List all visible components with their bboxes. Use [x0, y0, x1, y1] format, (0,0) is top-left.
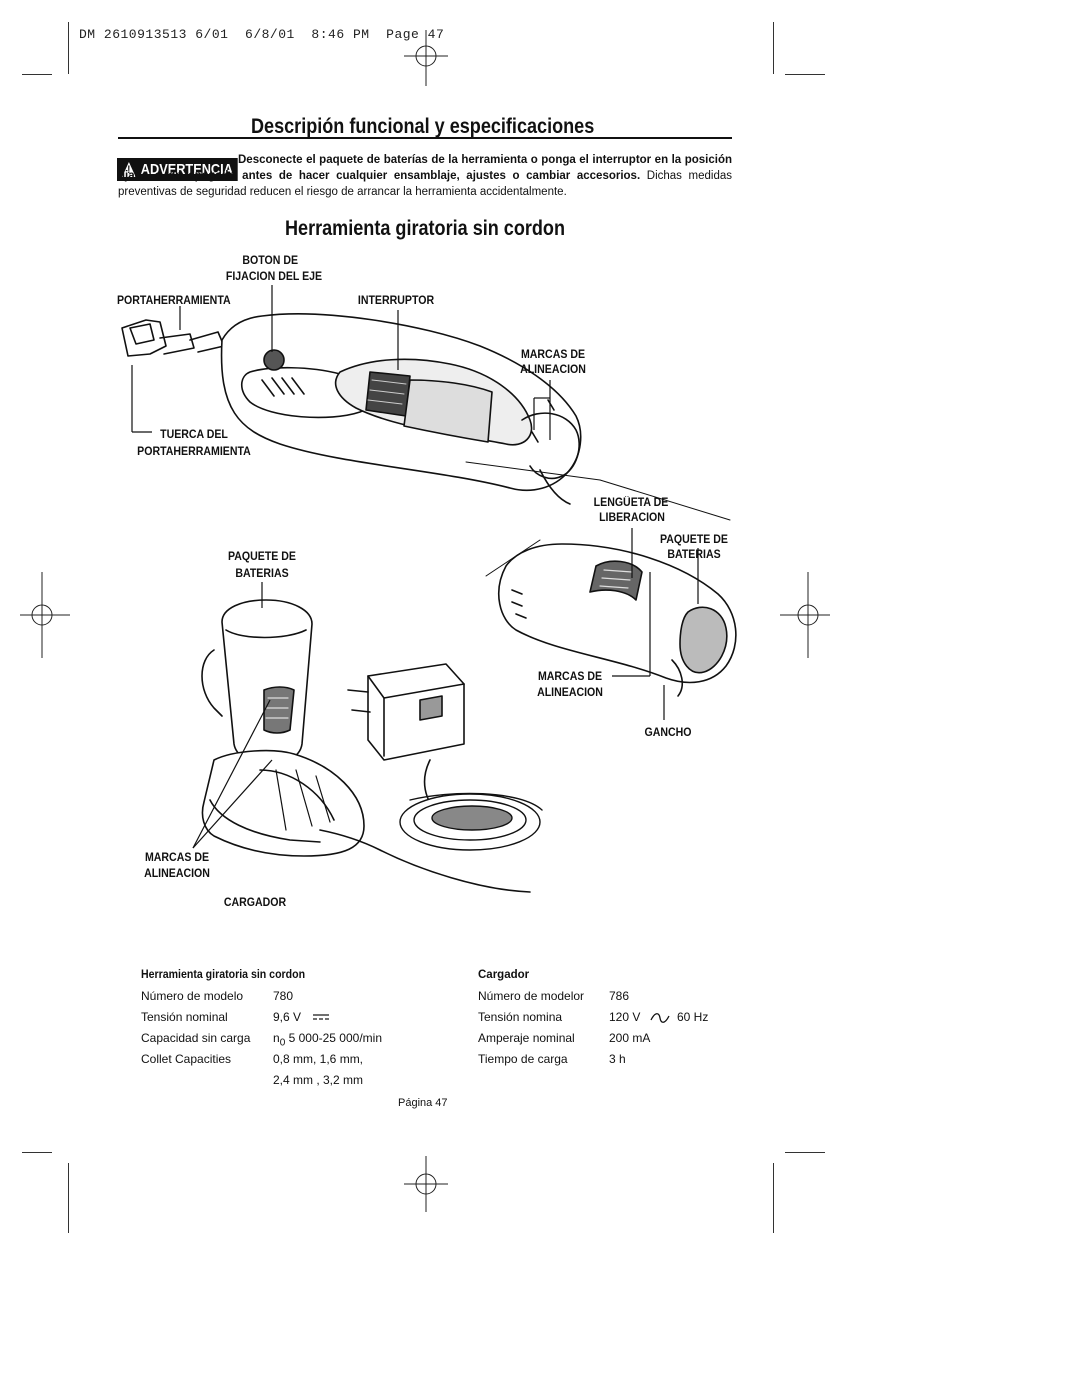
- warning-badge-label: ADVERTENCIA: [140, 161, 233, 178]
- spec-value: 786: [609, 989, 630, 1003]
- callout-marcas-alineacion-1a: MARCAS DE: [520, 349, 586, 361]
- spec-row: Número de modelor 786: [478, 986, 738, 1007]
- spec-row: Collet Capacities 0,8 mm, 1,6 mm,: [141, 1049, 441, 1070]
- callout-paquete-baterias-left-1: PAQUETE DE: [227, 551, 296, 563]
- specs-tool: Herramienta giratoria sin cordon Número …: [141, 965, 441, 1091]
- warning-badge: ADVERTENCIA: [117, 158, 238, 181]
- crop-mark: [785, 1152, 825, 1153]
- callout-paquete-baterias-right-1: PAQUETE DE: [659, 534, 728, 546]
- spec-label: Tensión nomina: [478, 1010, 563, 1024]
- spec-value: n0 5 000-25 000/min: [273, 1028, 382, 1053]
- callout-gancho: GANCHO: [644, 727, 692, 739]
- callout-tuerca-del: TUERCA DEL: [160, 429, 228, 441]
- callout-marcas-alineacion-2a: MARCAS DE: [537, 671, 603, 683]
- crop-mark: [68, 1163, 69, 1233]
- callout-lengueta-de: LENGÜETA DE: [593, 497, 669, 509]
- spec-label: Tiempo de carga: [478, 1052, 568, 1066]
- spec-label: Número de modelor: [478, 989, 585, 1003]
- leader-lines: [131, 285, 699, 849]
- callout-paquete-baterias-right-2: BATERIAS: [667, 549, 721, 561]
- warning-triangle-icon: [122, 162, 136, 177]
- callout-cargador: CARGADOR: [223, 897, 287, 909]
- registration-mark-left: [20, 572, 70, 658]
- product-illustration: [121, 285, 737, 893]
- spec-row: Número de modelo 780: [141, 986, 441, 1007]
- callout-boton-de: BOTON DE: [242, 255, 299, 267]
- callout-fijacion-del-eje: FIJACION DEL EJE: [225, 271, 323, 283]
- spec-label: Amperaje nominal: [478, 1031, 575, 1045]
- page-title: Descripión funcional y especificaciones: [251, 115, 595, 138]
- ac-symbol-icon: [650, 1013, 670, 1023]
- spec-row: Amperaje nominal 200 mA: [478, 1028, 738, 1049]
- spec-value: 3 h: [609, 1052, 626, 1066]
- print-slug: DM 2610913513 6/01 6/8/01 8:46 PM Page 4…: [79, 27, 445, 42]
- crop-mark: [785, 74, 825, 75]
- spec-value: 2,4 mm , 3,2 mm: [273, 1073, 364, 1087]
- spec-value: 9,6 V: [273, 1010, 302, 1024]
- registration-mark-right: [780, 572, 830, 658]
- callout-liberacion: LIBERACION: [599, 512, 665, 524]
- page-number: Página 47: [398, 1097, 448, 1109]
- callout-marcas-alineacion-2b: ALINEACION: [537, 687, 603, 699]
- callout-marcas-alineacion-3a: MARCAS DE: [144, 852, 210, 864]
- battery-pack-drawing: [498, 543, 737, 697]
- title-rule: [118, 137, 732, 139]
- spec-value-frequency: 60 Hz: [677, 1010, 709, 1024]
- spec-value-main: 5 000-25 000/min: [288, 1031, 382, 1045]
- callout-marcas-alineacion-1b: ALINEACION: [520, 364, 586, 376]
- specs-charger-heading: Cargador: [478, 969, 530, 981]
- section-title: Herramienta giratoria sin cordon: [285, 217, 566, 240]
- callout-interruptor: INTERRUPTOR: [357, 295, 435, 307]
- cord-coil-drawing: [399, 792, 543, 851]
- rotary-tool-drawing: [121, 313, 582, 505]
- charger-base-drawing: [201, 749, 531, 893]
- crop-mark: [22, 74, 52, 75]
- crop-mark: [773, 1163, 774, 1233]
- spec-label: Collet Capacities: [141, 1052, 232, 1066]
- spec-label: Número de modelo: [141, 989, 244, 1003]
- spec-row: Tensión nominal 9,6 V: [141, 1007, 441, 1028]
- spec-value-sub: 0: [279, 1037, 286, 1049]
- spec-row: 2,4 mm , 3,2 mm: [141, 1070, 441, 1091]
- spec-value: 780: [273, 989, 294, 1003]
- spec-value: 200 mA: [609, 1031, 651, 1045]
- spec-value-n: n: [273, 1031, 280, 1045]
- spec-row: Capacidad sin carga n0 5 000-25 000/min: [141, 1028, 441, 1049]
- spec-label: Tensión nominal: [141, 1010, 228, 1024]
- callout-paquete-baterias-left-2: BATERIAS: [235, 568, 289, 580]
- callout-tuerca-portaherramienta: PORTAHERRAMIENTA: [137, 446, 251, 458]
- battery-upright-drawing: [201, 599, 313, 765]
- wall-adapter-drawing: [347, 663, 465, 817]
- warning-body: Dichas medidas preventivas de seguridad …: [118, 170, 732, 198]
- callout-portaherramienta: PORTAHERRAMIENTA: [117, 295, 231, 307]
- spec-label: Capacidad sin carga: [141, 1031, 251, 1045]
- crop-mark: [773, 22, 774, 74]
- callout-marcas-alineacion-3b: ALINEACION: [144, 868, 210, 880]
- warning-text: Desconecte el paquete de baterías de la …: [118, 152, 732, 200]
- registration-mark-bottom: [404, 1156, 448, 1212]
- crop-mark: [68, 22, 69, 74]
- specs-tool-heading: Herramienta giratoria sin cordon: [141, 969, 306, 981]
- warning-lead: Desconecte el paquete de baterías de la …: [118, 154, 732, 182]
- crop-mark: [22, 1152, 52, 1153]
- spec-value: 120 V: [609, 1010, 641, 1024]
- registration-mark-top: [404, 30, 448, 86]
- dc-symbol-icon: [313, 1014, 329, 1020]
- specs-charger: Cargador Número de modelor 786 Tensión n…: [478, 965, 738, 1070]
- spec-row: Tiempo de carga 3 h: [478, 1049, 738, 1070]
- spec-row: Tensión nomina 120 V 60 Hz: [478, 1007, 738, 1028]
- spec-value: 0,8 mm, 1,6 mm,: [273, 1052, 364, 1066]
